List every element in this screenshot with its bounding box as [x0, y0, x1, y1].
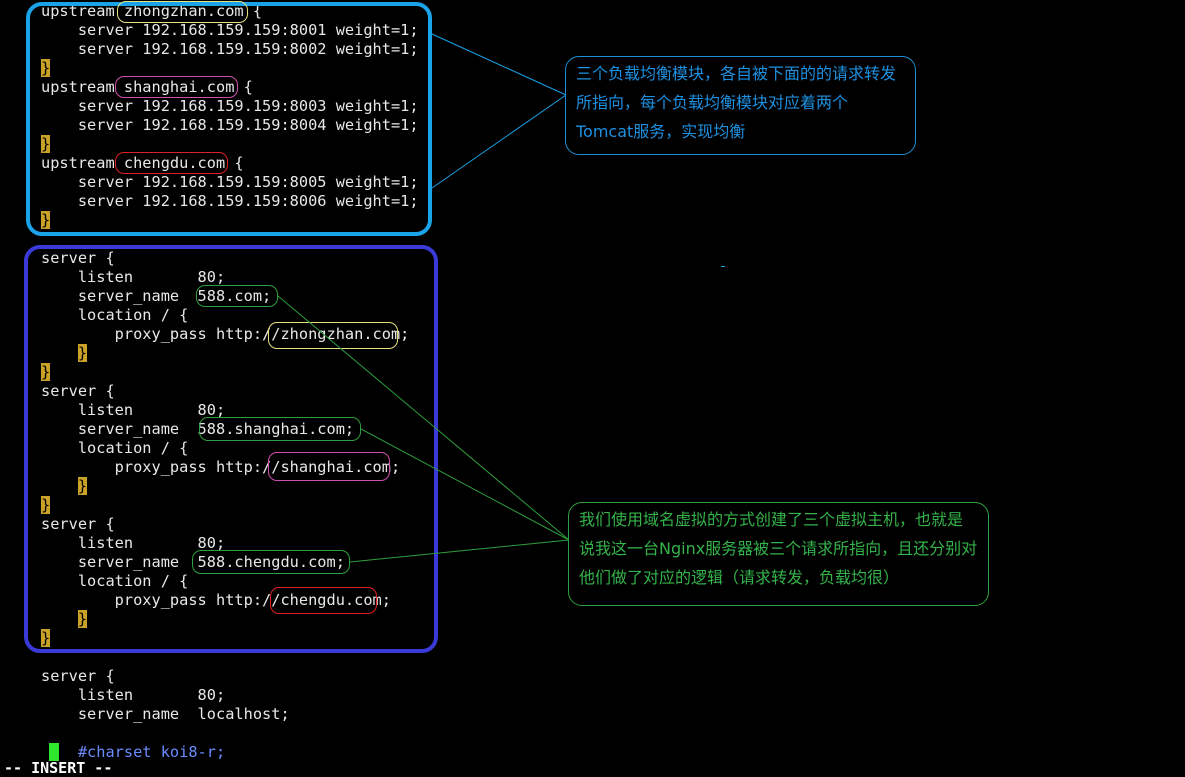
code-line: } — [41, 496, 51, 515]
matched-brace: } — [77, 344, 88, 362]
code-line: server 192.168.159.159:8004 weight=1; — [41, 116, 419, 134]
leader-line-shanghai — [360, 428, 570, 541]
leader-line-bottom — [431, 94, 567, 189]
matched-brace: } — [41, 135, 51, 153]
matched-brace: } — [77, 477, 88, 495]
code-line: server 192.168.159.159:8001 weight=1; — [41, 21, 419, 39]
oval-proxy-zhongzhan — [268, 322, 398, 349]
stray-mark — [721, 266, 725, 267]
code-line: } — [41, 610, 88, 629]
code-line: proxy_pass http://zhongzhan.com; — [41, 325, 410, 343]
upstream-highlight-box — [26, 2, 432, 236]
matched-brace: } — [77, 610, 88, 628]
oval-588 — [196, 285, 278, 307]
code-line: } — [41, 363, 51, 382]
oval-proxy-shanghai — [268, 452, 390, 481]
leader-line-588 — [277, 295, 570, 541]
code-line: upstream zhongzhan.com { — [41, 2, 263, 20]
code-line: listen 80; — [41, 401, 226, 419]
leader-line-top — [431, 33, 567, 96]
code-line: upstream shanghai.com { — [41, 78, 253, 96]
code-line: server { — [41, 382, 115, 400]
code-line: location / { — [41, 572, 189, 590]
matched-brace: } — [41, 629, 51, 647]
matched-brace: } — [41, 211, 51, 229]
code-line: } — [41, 477, 88, 496]
matched-brace: } — [41, 496, 51, 514]
code-line: listen 80; — [41, 534, 226, 552]
code-line: proxy_pass http://shanghai.com; — [41, 458, 401, 476]
oval-proxy-chengdu — [270, 587, 377, 614]
text-cursor — [49, 743, 59, 761]
code-line: } — [41, 344, 88, 363]
code-line: server 192.168.159.159:8006 weight=1; — [41, 192, 419, 210]
code-line: proxy_pass http://chengdu.com; — [41, 591, 391, 609]
virtual-host-note: 我们使用域名虚拟的方式创建了三个虚拟主机，也就是说我这一台Nginx服务器被三个… — [568, 502, 989, 606]
matched-brace: } — [41, 363, 51, 381]
vim-mode-indicator: -- INSERT -- — [4, 759, 113, 777]
code-line: } — [41, 59, 51, 78]
code-line: server_name 588.shanghai.com; — [41, 420, 355, 438]
code-line: server_name 588.chengdu.com; — [41, 553, 345, 571]
oval-588-shanghai — [199, 417, 361, 441]
server-blocks-highlight-box — [24, 245, 438, 653]
code-line: } — [41, 629, 51, 648]
code-line: } — [41, 135, 51, 154]
code-line: server { — [41, 667, 115, 685]
code-line: server 192.168.159.159:8005 weight=1; — [41, 173, 419, 191]
code-line: server 192.168.159.159:8003 weight=1; — [41, 97, 419, 115]
leader-line-chengdu — [349, 539, 570, 563]
load-balance-note: 三个负载均衡模块，各自被下面的的请求转发所指向，每个负载均衡模块对应着两个Tom… — [565, 56, 916, 155]
code-line: location / { — [41, 439, 189, 457]
code-line: server { — [41, 249, 115, 267]
code-line: listen 80; — [41, 686, 226, 704]
code-line: server_name localhost; — [41, 705, 290, 723]
code-line: server 192.168.159.159:8002 weight=1; — [41, 40, 419, 58]
oval-588-chengdu — [192, 550, 350, 574]
oval-chengdu — [115, 152, 228, 174]
code-line: server { — [41, 515, 115, 533]
code-line: } — [41, 211, 51, 230]
oval-zhongzhan — [117, 1, 248, 23]
matched-brace: } — [41, 59, 51, 77]
oval-shanghai — [115, 76, 238, 98]
code-line-comment: #charset koi8-r; — [41, 743, 226, 761]
code-line: upstream chengdu.com { — [41, 154, 244, 172]
code-line: server_name 588.com; — [41, 287, 272, 305]
code-line: listen 80; — [41, 268, 226, 286]
code-line: location / { — [41, 306, 189, 324]
